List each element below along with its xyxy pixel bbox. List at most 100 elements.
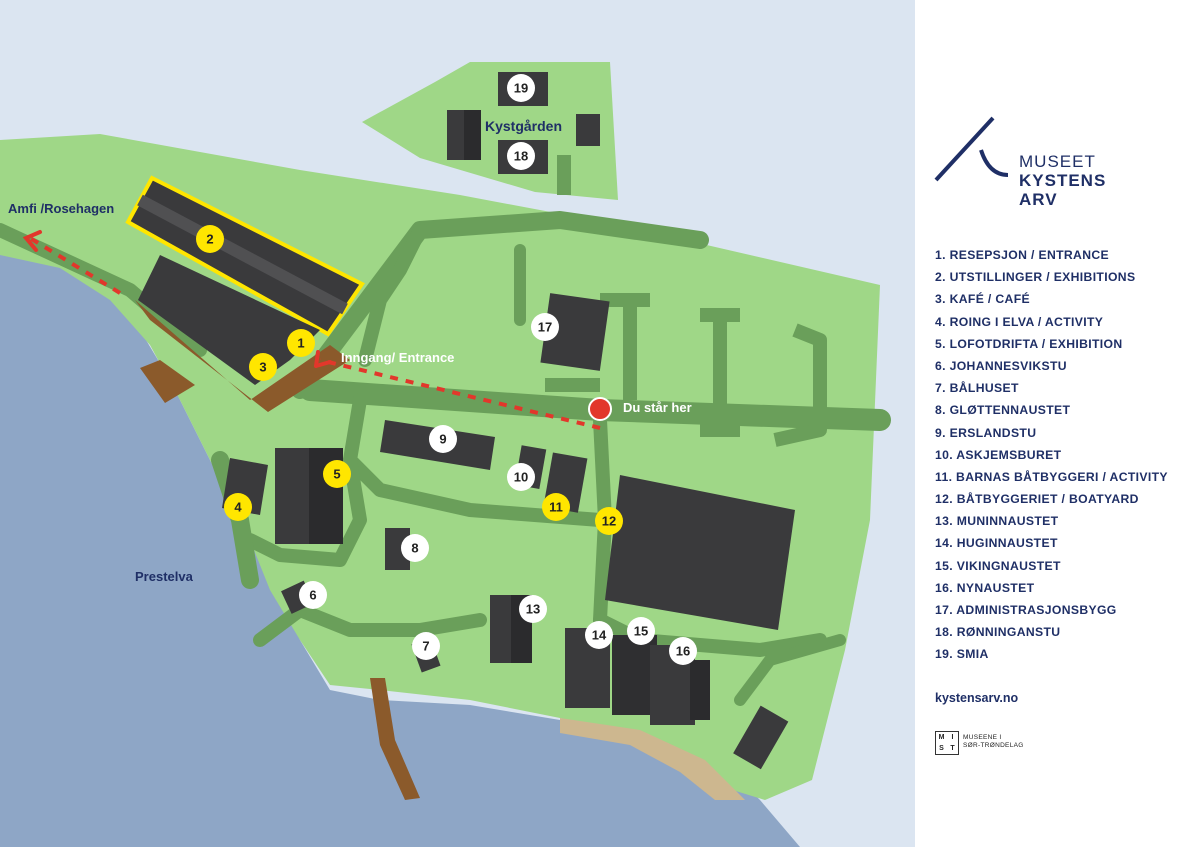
legend-item: 12. BÅTBYGGERIET / BOATYARD <box>935 492 1139 507</box>
marker-number: 17 <box>538 320 552 335</box>
legend-item: 11. BARNAS BÅTBYGGERI / ACTIVITY <box>935 469 1168 484</box>
legend-item: 16. NYNAUSTET <box>935 580 1035 595</box>
kystgarden-island <box>362 62 618 200</box>
mist-letter: S <box>939 745 944 752</box>
legend-item: 8. GLØTTENNAUSTET <box>935 403 1071 418</box>
label-entrance: Inngang/ Entrance <box>341 350 455 365</box>
legend-item: 17. ADMINISTRASJONSBYGG <box>935 603 1117 617</box>
marker-circle <box>412 632 440 660</box>
marker-circle <box>323 460 351 488</box>
wooden-deck <box>135 300 350 412</box>
marker-number: 5 <box>333 467 340 482</box>
marker-circle <box>299 581 327 609</box>
marker-6: 6 <box>299 581 327 609</box>
marker-number: 4 <box>234 500 242 515</box>
legend-item: 3. KAFÉ / CAFÉ <box>935 292 1030 307</box>
marker-circle <box>627 617 655 645</box>
marker-circle <box>542 493 570 521</box>
marker-number: 7 <box>422 639 429 654</box>
label-prestelva: Prestelva <box>135 569 193 584</box>
marker-2: 2 <box>196 225 224 253</box>
marker-circle <box>669 637 697 665</box>
mist-line-1: MUSEENE I <box>963 734 1002 741</box>
marker-circle <box>595 507 623 535</box>
legend-item: 10. ASKJEMSBURET <box>935 447 1062 462</box>
kystgarden-path <box>557 155 571 195</box>
logo-line-3: ARV <box>1019 190 1058 209</box>
marker-circle <box>249 353 277 381</box>
marker-3: 3 <box>249 353 277 381</box>
marker-1: 1 <box>287 329 315 357</box>
mist-letter: I <box>951 734 954 741</box>
route-lines <box>28 236 601 430</box>
marker-circle <box>507 74 535 102</box>
marker-number: 18 <box>514 149 528 164</box>
marker-17: 17 <box>531 313 559 341</box>
legend-item: 14. HUGINNAUSTET <box>935 536 1058 551</box>
beach <box>560 718 745 800</box>
legend-item: 19. SMIA <box>935 647 989 662</box>
marker-number: 12 <box>602 514 616 529</box>
marker-5: 5 <box>323 460 351 488</box>
route-arrows <box>22 230 332 368</box>
marker-circle <box>585 621 613 649</box>
legend-item: 18. RØNNINGANSTU <box>935 625 1061 640</box>
mist-logo-text: MUSEENE I SØR-TRØNDELAG <box>963 734 1024 750</box>
marker-number: 1 <box>297 336 304 351</box>
marker-16: 16 <box>669 637 697 665</box>
marker-10: 10 <box>507 463 535 491</box>
logo-line-1: MUSEET <box>1019 152 1096 171</box>
marker-12: 12 <box>595 507 623 535</box>
marker-circle <box>429 425 457 453</box>
marker-number: 15 <box>634 624 648 639</box>
marker-number: 2 <box>206 232 213 247</box>
legend-item: 6. JOHANNESVIKSTU <box>935 358 1067 373</box>
marker-number: 9 <box>439 432 446 447</box>
mist-line-2: SØR-TRØNDELAG <box>963 742 1024 749</box>
legend-item: 13. MUNINNAUSTET <box>935 514 1059 529</box>
marker-number: 14 <box>592 628 607 643</box>
legend-item: 1. RESEPSJON / ENTRANCE <box>935 248 1109 262</box>
marker-number: 6 <box>309 588 316 603</box>
label-amfi-rosehagen: Amfi /Rosehagen <box>8 201 115 216</box>
marker-circle <box>507 142 535 170</box>
marker-number: 16 <box>676 644 690 659</box>
jetty-bottom <box>370 678 420 800</box>
marker-19: 19 <box>507 74 535 102</box>
mist-logo-icon: M I S T <box>935 731 959 755</box>
you-are-here-marker <box>588 397 612 421</box>
label-kystgarden: Kystgården <box>485 118 563 134</box>
marker-circle <box>507 463 535 491</box>
marker-15: 15 <box>627 617 655 645</box>
website-link[interactable]: kystensarv.no <box>935 691 1019 705</box>
marker-circle <box>531 313 559 341</box>
marker-11: 11 <box>542 493 570 521</box>
parking-lines <box>545 293 827 447</box>
legend-item: 2. UTSTILLINGER / EXHIBITIONS <box>935 270 1136 285</box>
legend-list: 1. RESEPSJON / ENTRANCE 2. UTSTILLINGER … <box>935 246 1168 668</box>
marker-circle <box>519 595 547 623</box>
legend-item: 4. ROING I ELVA / ACTIVITY <box>935 314 1104 329</box>
legend-item: 7. BÅLHUSET <box>935 381 1019 396</box>
mist-letter: M <box>938 734 945 741</box>
label-you-are-here: Du står her <box>623 400 692 415</box>
marker-number: 13 <box>526 602 540 617</box>
river-water <box>0 250 800 847</box>
marker-14: 14 <box>585 621 613 649</box>
marker-circle <box>287 329 315 357</box>
legend-item: 5. LOFOTDRIFTA / EXHIBITION <box>935 336 1123 351</box>
marker-number: 8 <box>411 541 418 556</box>
marker-13: 13 <box>519 595 547 623</box>
marker-circle <box>196 225 224 253</box>
logo-line-2: KYSTENS <box>1019 171 1107 190</box>
legend-item: 15. VIKINGNAUSTET <box>935 558 1061 573</box>
marker-18: 18 <box>507 142 535 170</box>
marker-8: 8 <box>401 534 429 562</box>
marker-circle <box>224 493 252 521</box>
jetty-left <box>140 360 195 403</box>
marker-number: 11 <box>549 500 563 515</box>
legend-panel: MUSEET KYSTENS ARV 1. RESEPSJON / ENTRAN… <box>915 0 1200 847</box>
